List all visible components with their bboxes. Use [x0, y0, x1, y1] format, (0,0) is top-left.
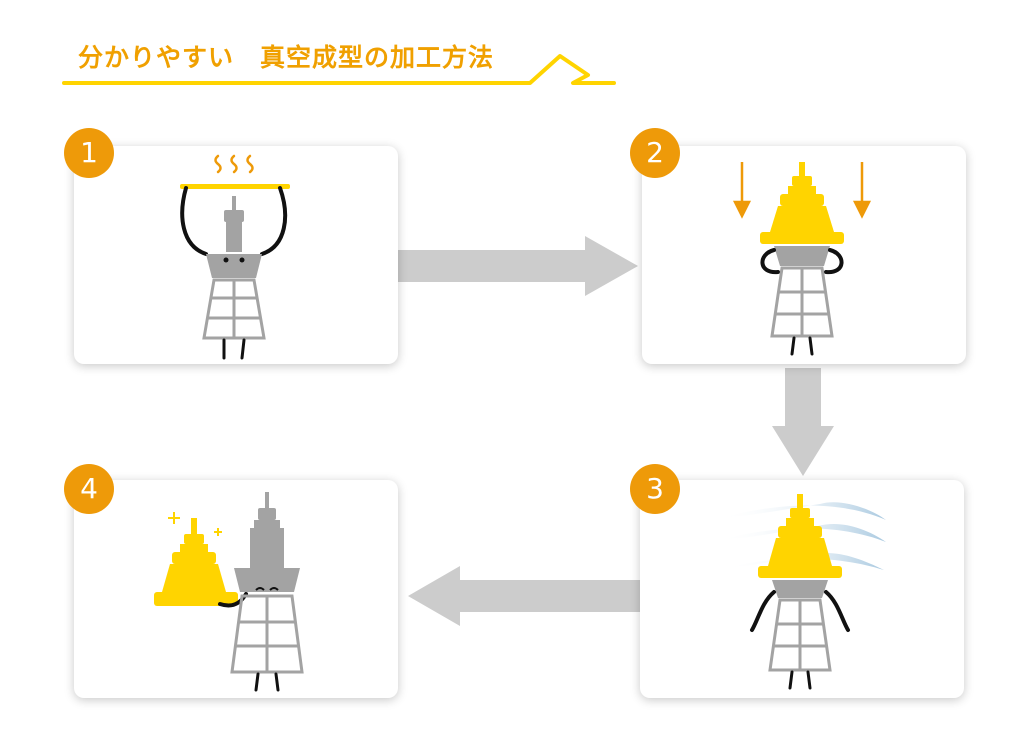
step-3-badge: 3 — [630, 464, 680, 514]
tower-character — [774, 246, 830, 266]
title-underline — [62, 54, 616, 85]
formed-product — [154, 518, 238, 606]
step-1-card: 1 — [64, 128, 398, 364]
flow-arrow-down — [772, 368, 834, 476]
step-3-card: 3 — [630, 464, 964, 698]
press-down-arrow-icon — [732, 162, 872, 219]
page-title: 分かりやすい 真空成型の加工方法 — [78, 43, 495, 72]
plastic-sheet — [180, 184, 290, 189]
sparkle-icon — [168, 512, 222, 536]
step-4-badge: 4 — [64, 464, 114, 514]
yellow-mold — [760, 162, 844, 244]
step-3-cooling-illustration — [720, 494, 886, 690]
tower-character — [206, 196, 262, 278]
flow-arrow-right — [398, 236, 638, 296]
yellow-mold — [758, 494, 842, 578]
heat-icon — [214, 154, 254, 174]
cool-air-icon — [720, 502, 886, 570]
flow-arrow-left — [408, 566, 640, 626]
step-1-badge: 1 — [64, 128, 114, 178]
step-2-press-illustration — [732, 162, 872, 356]
tower-character — [234, 492, 300, 592]
step-4-card: 4 — [64, 464, 398, 698]
step-1-heating-illustration — [180, 154, 290, 360]
tower-character — [772, 580, 828, 598]
step-4-release-illustration — [154, 492, 304, 692]
step-2-badge: 2 — [630, 128, 680, 178]
step-2-card: 2 — [630, 128, 966, 364]
